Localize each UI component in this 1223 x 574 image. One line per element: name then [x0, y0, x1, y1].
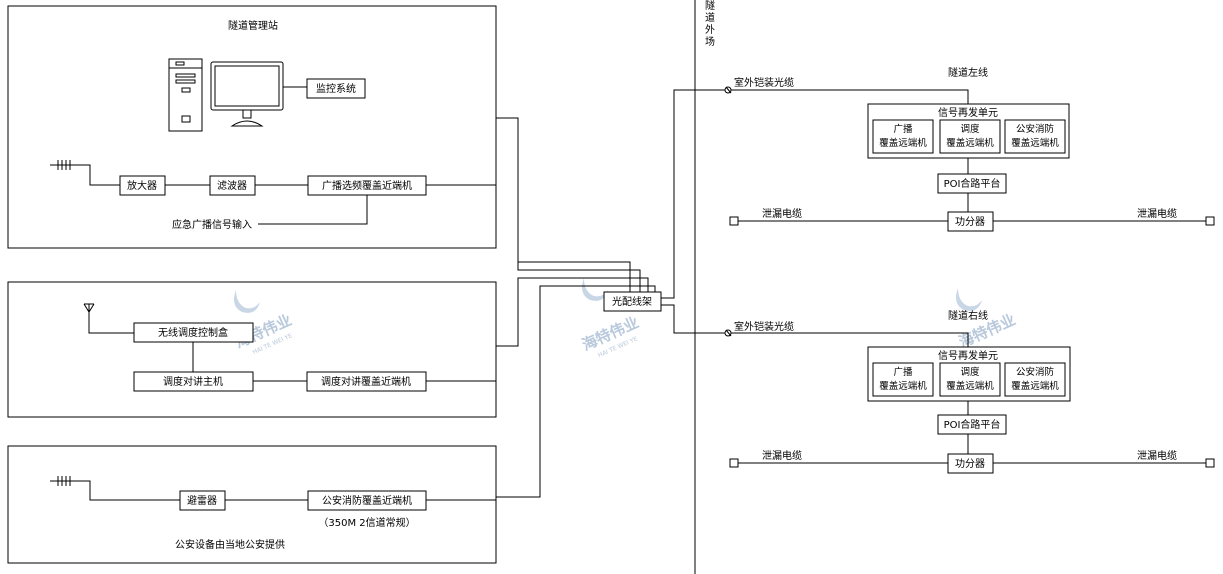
right-poi-label: POI合路平台	[944, 418, 1001, 431]
station-title: 隧道管理站	[228, 19, 278, 32]
svg-text:覆盖远端机: 覆盖远端机	[879, 137, 927, 149]
police-frame	[7, 445, 497, 564]
svg-text:覆盖远端机: 覆盖远端机	[879, 380, 927, 392]
left-police-remote-box	[1004, 119, 1066, 154]
right-unit-title: 信号再发单元	[938, 349, 998, 362]
dispatch-host-label: 调度对讲主机	[163, 375, 223, 388]
watermark-center: 海特伟业 HAI TE WEI YE	[579, 278, 641, 359]
svg-text:覆盖远端机: 覆盖远端机	[1011, 380, 1059, 392]
svg-text:隧: 隧	[705, 0, 715, 12]
left-leaky-cable-right: 泄漏电缆	[1137, 207, 1177, 220]
right-dispatch-remote-box	[939, 362, 1001, 397]
antenna-icon	[50, 160, 71, 170]
odf-box	[603, 291, 662, 312]
left-poi-label: POI合路平台	[944, 177, 1001, 190]
right-fiber-label: 室外铠装光缆	[734, 320, 794, 333]
svg-text:广播: 广播	[893, 123, 913, 135]
svg-text:覆盖远端机: 覆盖远端机	[1011, 137, 1059, 149]
svg-text:调度: 调度	[960, 123, 980, 135]
right-splitter-label: 功分器	[955, 458, 985, 470]
dispatch-frame	[7, 281, 497, 418]
station-frame	[7, 5, 497, 249]
right-leaky-cable-right: 泄漏电缆	[1137, 449, 1177, 462]
left-splitter-label: 功分器	[955, 216, 985, 228]
filter-label: 滤波器	[217, 179, 247, 192]
monitor-icon	[210, 61, 284, 127]
left-poi-box	[937, 173, 1007, 194]
svg-text:广播: 广播	[893, 366, 913, 378]
outside-label: 隧 道 外 场	[705, 0, 715, 48]
odf-label: 光配线架	[612, 295, 652, 308]
left-dispatch-remote-box	[939, 119, 1001, 154]
dispatch-controller-label: 无线调度控制盒	[158, 326, 228, 339]
left-broadcast-remote-box	[872, 119, 934, 154]
broadcast-repeater-label: 广播选频覆盖近端机	[322, 179, 412, 192]
svg-text:公安消防: 公安消防	[1016, 123, 1055, 135]
svg-text:场: 场	[705, 35, 715, 48]
svg-text:覆盖远端机: 覆盖远端机	[946, 137, 994, 149]
right-line-title: 隧道右线	[948, 309, 988, 322]
monitor-system-label: 监控系统	[316, 82, 356, 95]
dispatch-repeater-label: 调度对讲覆盖近端机	[321, 375, 411, 388]
right-cable-end-right	[1205, 458, 1215, 468]
right-police-remote-box	[1004, 362, 1066, 397]
svg-text:覆盖远端机: 覆盖远端机	[946, 380, 994, 392]
svg-text:调度: 调度	[960, 366, 980, 378]
svg-text:公安消防: 公安消防	[1016, 366, 1055, 378]
left-leaky-cable-left: 泄漏电缆	[762, 207, 802, 220]
police-repeater-label: 公安消防覆盖近端机	[322, 494, 412, 507]
lightning-arrester-label: 避雷器	[187, 494, 217, 507]
antenna-y-icon	[83, 303, 95, 330]
right-broadcast-remote-box	[872, 362, 934, 397]
left-line-title: 隧道左线	[948, 66, 988, 79]
police-footer: 公安设备由当地公安提供	[175, 538, 285, 551]
computer-icon	[168, 58, 203, 132]
svg-text:道: 道	[705, 11, 715, 24]
police-repeater-note: （350M 2信道常规）	[318, 516, 415, 529]
left-cable-end-left	[729, 216, 739, 226]
right-poi-box	[937, 414, 1007, 435]
emergency-input-label: 应急广播信号输入	[172, 218, 252, 231]
svg-text:外: 外	[705, 24, 715, 36]
amplifier-label: 放大器	[127, 179, 157, 192]
monitor-system-box	[306, 78, 366, 99]
left-cable-end-right	[1205, 216, 1215, 226]
right-leaky-cable-left: 泄漏电缆	[762, 449, 802, 462]
right-cable-end-left	[729, 458, 739, 468]
left-fiber-label: 室外铠装光缆	[734, 76, 794, 89]
left-unit-title: 信号再发单元	[938, 106, 998, 119]
antenna-icon	[50, 476, 71, 486]
